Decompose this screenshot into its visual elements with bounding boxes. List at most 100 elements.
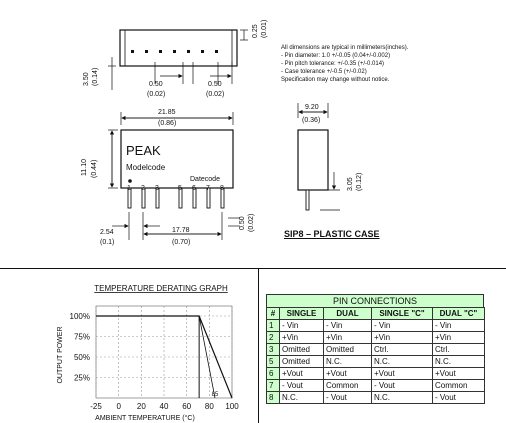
pin-mark [145, 50, 148, 53]
dim-depth-in: (0.36) [302, 117, 320, 124]
table-cell: - Vin [323, 319, 372, 332]
y-tick-label: 75% [74, 333, 90, 342]
pin-number: 6 [192, 185, 196, 192]
pin-number: 3 [155, 185, 159, 192]
front-view [108, 112, 240, 240]
dim-span: 17.78 [172, 227, 190, 234]
dim-pin-w2: 0.50 [208, 81, 222, 88]
dim-pin-w1: 0.50 [149, 81, 163, 88]
table-cell: - Vin [371, 319, 433, 332]
chart-ylabel: OUTPUT POWER [57, 326, 64, 383]
table-cell: +Vin [279, 331, 324, 344]
pin-mark [131, 50, 134, 53]
x-tick-label: 60 [182, 402, 191, 411]
note-line: - Case tolerance +/-0.5 (+/-0.02) [281, 69, 367, 76]
y-tick-label: 25% [74, 374, 90, 383]
side-view [297, 103, 340, 211]
pin-mark [187, 50, 190, 53]
table-row: 2 +Vin +Vin +Vin +Vin [266, 331, 485, 344]
dimension-notes: All dimensions are typical in millimeter… [281, 44, 501, 84]
table-row: 1 - Vin - Vin - Vin - Vin [266, 319, 485, 332]
pin-number-cell: 5 [266, 355, 280, 368]
date-label: Datecode [190, 176, 220, 183]
pin-number-cell: 6 [266, 367, 280, 380]
case-title: SIP8 – PLASTIC CASE [284, 229, 380, 239]
dim-pin-w2-in: (0.02) [206, 91, 224, 98]
pin-number: 8 [220, 185, 224, 192]
divider-horizontal [0, 268, 506, 269]
x-tick-label: 40 [160, 402, 169, 411]
pin-number-cell: 8 [266, 391, 280, 404]
chart-marks [96, 315, 233, 399]
table-cell: - Vout [323, 391, 372, 404]
table-cell: +Vout [432, 367, 485, 380]
header-cell: SINGLE [279, 307, 324, 320]
table-cell: N.C. [323, 355, 372, 368]
dim-pin-len: 3.05 [347, 177, 354, 191]
dim-pin-offset: 3.50 [83, 72, 90, 86]
chart-annotation: 85 [212, 392, 219, 398]
table-cell: Omitted [279, 355, 324, 368]
pin-mark [159, 50, 162, 53]
mechanical-drawing: 0.25 (0.01) 3.50 (0.14) 0.50 (0.02) 0.50… [81, 20, 363, 246]
y-tick-label: 50% [74, 353, 90, 362]
model-label: Modelcode [126, 163, 166, 172]
table-cell: +Vout [279, 367, 324, 380]
dim-pitch-in: (0.1) [100, 239, 114, 246]
pin-number-cell: 3 [266, 343, 280, 356]
table-cell: Common [323, 379, 372, 392]
pin-mark [173, 50, 176, 53]
dim-span-in: (0.70) [172, 239, 190, 246]
table-cell: +Vin [371, 331, 433, 344]
x-tick-label: -25 [90, 402, 102, 411]
header-cell: SINGLE "C" [371, 307, 433, 320]
table-row: 7 - Vout Common - Vout Common [266, 379, 485, 392]
note-line: - Pin pitch tolerance: +/-0.35 (+/-0.014… [281, 61, 385, 68]
pin-number: 7 [206, 185, 210, 192]
table-cell: Omitted [323, 343, 372, 356]
chart-grid [95, 306, 233, 398]
note-line: All dimensions are typical in millimeter… [281, 45, 409, 51]
dim-pitch: 2.54 [100, 229, 114, 236]
pin-table-title: PIN CONNECTIONS [266, 294, 484, 307]
pin-connections: PIN CONNECTIONS # SINGLE DUAL SINGLE "C"… [266, 294, 485, 404]
header-cell: DUAL [323, 307, 372, 320]
pin-number-cell: 1 [266, 319, 280, 332]
table-cell: Ctrl. [432, 343, 485, 356]
dim-pin-offset-in: (0.14) [92, 68, 99, 86]
chart-xlabel: AMBIENT TEMPERATURE (°C) [95, 414, 195, 422]
top-view [108, 29, 248, 90]
note-line: Specification may change without notice. [281, 77, 390, 84]
dim-length-in: (0.86) [158, 120, 176, 127]
pin-number: 1 [127, 185, 131, 192]
table-cell: - Vout [432, 391, 485, 404]
chart-title: TEMPERATURE DERATING GRAPH [94, 284, 228, 293]
dim-height: 11.10 [81, 159, 88, 176]
x-tick-label: 100 [225, 402, 239, 411]
dim-pin-w1-in: (0.02) [147, 91, 165, 98]
table-cell: N.C. [371, 355, 433, 368]
table-cell: Omitted [279, 343, 324, 356]
pin-table: # SINGLE DUAL SINGLE "C" DUAL "C" 1 - Vi… [266, 307, 485, 404]
x-tick-label: 0 [116, 402, 121, 411]
pin-number: 5 [178, 185, 182, 192]
table-cell: +Vin [432, 331, 485, 344]
table-row: 3 Omitted Omitted Ctrl. Ctrl. [266, 343, 485, 356]
table-row: 5 Omitted N.C. N.C. N.C. [266, 355, 485, 368]
dim-pin-thk: 0.50 [239, 216, 246, 230]
pin-mark [215, 50, 218, 53]
reference-line [198, 315, 216, 399]
table-cell: N.C. [279, 391, 324, 404]
table-cell: +Vout [371, 367, 433, 380]
dim-pin-len-in: (0.12) [356, 173, 363, 191]
table-header-row: # SINGLE DUAL SINGLE "C" DUAL "C" [266, 307, 485, 320]
dim-top-height: 0.25 [252, 24, 259, 38]
table-row: 6 +Vout +Vout +Vout +Vout [266, 367, 485, 380]
table-cell: - Vin [279, 319, 324, 332]
table-cell: N.C. [371, 391, 433, 404]
pin-number: 2 [141, 185, 145, 192]
pin-number-cell: 2 [266, 331, 280, 344]
table-cell: Ctrl. [371, 343, 433, 356]
table-cell: - Vout [279, 379, 324, 392]
dim-length: 21.85 [158, 109, 176, 116]
